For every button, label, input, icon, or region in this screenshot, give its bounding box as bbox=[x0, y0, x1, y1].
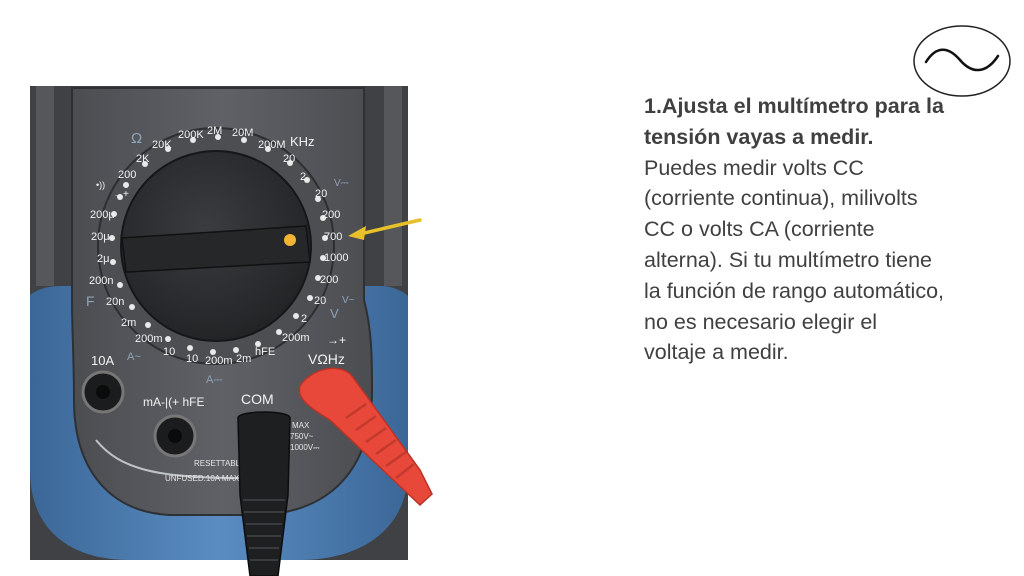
range-label-f: F bbox=[86, 293, 95, 309]
range-label-v-700: 700 bbox=[324, 231, 342, 243]
range-label-200k: 200K bbox=[178, 129, 204, 141]
terminal-label-max: MAX bbox=[292, 421, 310, 430]
range-label-f-200n: 200n bbox=[89, 275, 113, 287]
range-label-200m: 200M bbox=[258, 139, 286, 151]
range-label-f-200u: 200μ bbox=[90, 209, 115, 221]
range-label-20m: 20M bbox=[232, 127, 253, 139]
terminal-label-1000v: 1000V⎓ bbox=[290, 443, 320, 452]
range-label-vac-mark: V~ bbox=[342, 295, 355, 306]
range-label-v-2: 2 bbox=[300, 171, 306, 183]
range-label-v-200b: 200 bbox=[320, 274, 338, 286]
range-label-200: 200 bbox=[118, 169, 136, 181]
range-label-diode-left: →+ bbox=[113, 189, 129, 200]
terminal-jacks: 10A VΩHz mA-|(+ hFE COM RESETTABLE UNFUS… bbox=[81, 351, 345, 483]
range-label-a-10: 10 bbox=[163, 346, 175, 358]
instruction-body: Puedes medir volts CC (corriente continu… bbox=[644, 155, 945, 365]
range-label-f-2m: 2m bbox=[121, 317, 136, 329]
range-label-f-20n: 20n bbox=[106, 296, 124, 308]
red-probe bbox=[298, 367, 433, 507]
range-label-v-20: 20 bbox=[315, 188, 327, 200]
terminal-label-mahfe: mA-|(+ hFE bbox=[143, 395, 204, 409]
terminal-label-10a: 10A bbox=[91, 353, 114, 368]
range-label-a-2m: 2m bbox=[236, 353, 251, 365]
range-label-vdc-mark: V⎓ bbox=[334, 178, 349, 189]
multimeter-illustration: Ω 2K 200 20K 200K 2M 20M 200M KHz 20 2 2… bbox=[30, 86, 433, 576]
sine-wave-icon bbox=[913, 25, 1011, 97]
pointer-arrow bbox=[348, 218, 422, 240]
selector-knob[interactable] bbox=[120, 150, 312, 342]
range-label-v-1000: 1000 bbox=[324, 252, 348, 264]
terminal-label-vohz: VΩHz bbox=[308, 351, 345, 367]
range-label-hfe: hFE bbox=[255, 346, 275, 358]
dial-range-labels: Ω 2K 200 20K 200K 2M 20M 200M KHz 20 2 2… bbox=[86, 125, 355, 386]
range-label-khz-20: 20 bbox=[283, 153, 295, 165]
instruction-heading: 1.Ajusta el multímetro para la tensión v… bbox=[644, 94, 944, 149]
instruction-text: 1.Ajusta el multímetro para la tensión v… bbox=[644, 91, 944, 368]
range-label-diode-right: →+ bbox=[327, 333, 346, 347]
range-label-v-side: V bbox=[330, 306, 339, 321]
range-label-20k: 20K bbox=[152, 139, 172, 151]
range-label-v-20b: 20 bbox=[314, 295, 326, 307]
range-label-2m: 2M bbox=[207, 125, 222, 137]
terminal-label-unfused: UNFUSED.10A MAX bbox=[165, 474, 240, 483]
range-label-f-20u: 20μ bbox=[91, 231, 110, 243]
range-label-a-200mb: 200m bbox=[205, 355, 233, 367]
range-label-v-2b: 2 bbox=[301, 313, 307, 325]
terminal-label-750v: 750V~ bbox=[290, 432, 314, 441]
range-label-khz: KHz bbox=[290, 134, 315, 149]
range-label-v-200m: 200m bbox=[282, 332, 310, 344]
selector-indicator-dot bbox=[284, 234, 296, 246]
range-label-v-200: 200 bbox=[322, 209, 340, 221]
range-label-buzzer: •)) bbox=[96, 180, 105, 190]
range-label-a-200m: 200m bbox=[135, 333, 163, 345]
terminal-label-com: COM bbox=[241, 391, 274, 407]
range-label-a-tilde: A~ bbox=[127, 351, 141, 363]
terminal-label-resettable: RESETTABLE bbox=[194, 459, 245, 468]
range-label-ohm: Ω bbox=[131, 130, 142, 147]
range-label-f-2u: 2μ bbox=[97, 253, 109, 265]
black-probe bbox=[237, 411, 291, 576]
range-label-a-10b: 10 bbox=[186, 353, 198, 365]
range-label-2k: 2K bbox=[136, 153, 150, 165]
range-label-a-dc: A⎓ bbox=[206, 374, 222, 386]
dial-tick-dots bbox=[109, 134, 328, 355]
